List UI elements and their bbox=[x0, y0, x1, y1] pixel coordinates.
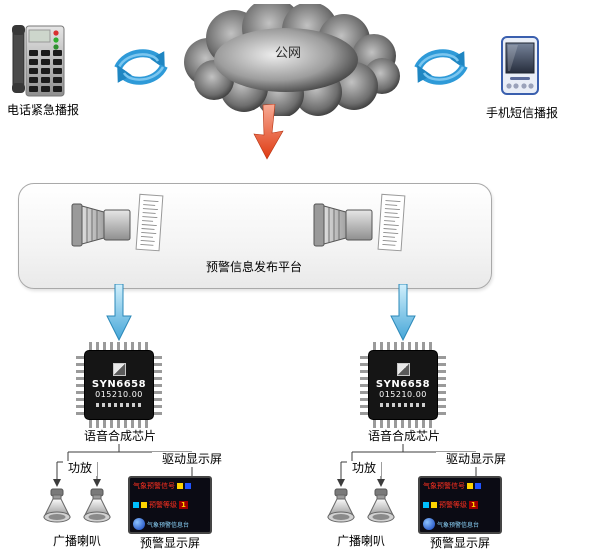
down-blue-arrow-right-icon bbox=[390, 284, 416, 342]
chip-name: SYN6658 bbox=[375, 379, 431, 390]
cloud-label: 公网 bbox=[274, 46, 301, 61]
display-drive-label-right: 驱动显示屏 bbox=[436, 452, 516, 467]
display-footer-text: 气象预警信息台 bbox=[437, 521, 480, 529]
server-device-left-icon bbox=[71, 193, 164, 252]
display-row1-text: 气象预警信号 bbox=[133, 482, 175, 490]
chip-label-left: 语音合成芯片 bbox=[69, 429, 171, 444]
amp-label-left: 功放 bbox=[63, 461, 97, 476]
warning-display-left: 气象预警信号 预警等级 1 气象预警信息台 bbox=[128, 476, 212, 534]
tts-chip-left: SYN6658 015210.00 bbox=[76, 342, 162, 428]
display-row2-value: 1 bbox=[179, 500, 188, 509]
cyan-block-icon bbox=[133, 501, 139, 508]
chip-pins-icon bbox=[438, 355, 446, 415]
speaker-icon bbox=[367, 488, 395, 523]
pda-label: 手机短信播报 bbox=[485, 106, 558, 120]
display-row2-value: 1 bbox=[469, 500, 478, 509]
yellow-block-icon bbox=[467, 483, 473, 489]
chip-body: SYN6658 015210.00 bbox=[368, 350, 438, 420]
chip-body: SYN6658 015210.00 bbox=[84, 350, 154, 420]
chip-label-right: 语音合成芯片 bbox=[353, 429, 455, 444]
display-drive-label-left: 驱动显示屏 bbox=[152, 452, 232, 467]
down-red-arrow-icon bbox=[253, 104, 284, 160]
chip-name: SYN6658 bbox=[91, 379, 147, 390]
speaker-icon bbox=[43, 488, 71, 523]
blue-block-icon bbox=[475, 483, 481, 489]
chip-pins-icon bbox=[373, 420, 433, 428]
chip-pins-icon bbox=[76, 355, 84, 415]
chip-logo-icon bbox=[112, 363, 126, 376]
speaker-label-right: 广播喇叭 bbox=[336, 534, 385, 548]
chip-pins-icon bbox=[360, 355, 368, 415]
warning-display-right: 气象预警信号 预警等级 1 气象预警信息台 bbox=[418, 476, 502, 534]
sync-arrows-left-icon bbox=[114, 49, 168, 85]
chip-logo-icon bbox=[396, 363, 410, 376]
speaker-label-left: 广播喇叭 bbox=[52, 534, 101, 548]
blue-block-icon bbox=[185, 483, 191, 489]
yellow-block-icon bbox=[177, 483, 183, 489]
cyan-block-icon bbox=[423, 501, 429, 508]
sync-arrows-right-icon bbox=[414, 49, 468, 85]
speaker-icon bbox=[83, 488, 111, 523]
phone-label: 电话紧急播报 bbox=[6, 103, 79, 117]
telephone-icon bbox=[12, 25, 65, 97]
globe-logo-icon bbox=[133, 518, 145, 530]
display-row1-text: 气象预警信号 bbox=[423, 482, 465, 490]
chip-code: 015210.00 bbox=[95, 390, 143, 399]
display-footer-text: 气象预警信息台 bbox=[147, 521, 190, 529]
globe-logo-icon bbox=[423, 518, 435, 530]
platform-label: 预警信息发布平台 bbox=[205, 260, 302, 274]
chip-pins-icon bbox=[89, 420, 149, 428]
yellow-block-icon bbox=[431, 501, 437, 508]
chip-pins-icon bbox=[89, 342, 149, 350]
display-label-right: 预警显示屏 bbox=[429, 536, 490, 550]
speaker-icon bbox=[327, 488, 355, 523]
down-blue-arrow-left-icon bbox=[106, 284, 132, 342]
chip-dots-icon bbox=[380, 403, 426, 407]
yellow-block-icon bbox=[141, 501, 147, 508]
display-row2-text: 预警等级 bbox=[439, 500, 467, 509]
display-row2-text: 预警等级 bbox=[149, 500, 177, 509]
tts-chip-right: SYN6658 015210.00 bbox=[360, 342, 446, 428]
mobile-pda-icon bbox=[501, 36, 539, 95]
amp-label-right: 功放 bbox=[347, 461, 381, 476]
chip-dots-icon bbox=[96, 403, 142, 407]
display-label-left: 预警显示屏 bbox=[139, 536, 200, 550]
server-device-right-icon bbox=[313, 193, 406, 252]
chip-pins-icon bbox=[154, 355, 162, 415]
chip-code: 015210.00 bbox=[379, 390, 427, 399]
chip-pins-icon bbox=[373, 342, 433, 350]
